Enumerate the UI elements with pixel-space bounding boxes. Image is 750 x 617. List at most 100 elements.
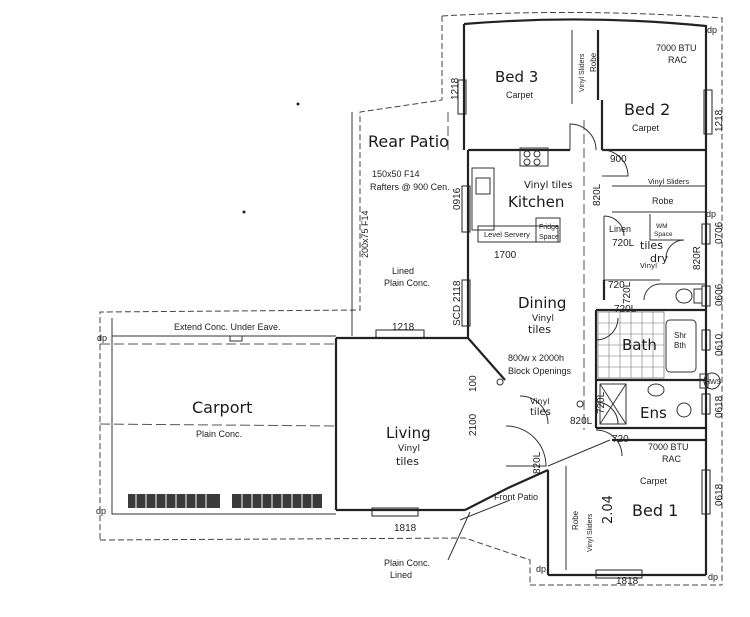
robe-label-bed2: Robe	[652, 196, 674, 206]
bed2-ac-line1: 7000 BTU	[656, 43, 697, 53]
vinyl-tiles-hall-2: tiles	[530, 407, 551, 418]
ensuite-basin	[647, 383, 665, 397]
dim-820l-front: 820L	[532, 451, 543, 474]
wm-space-2: Space	[654, 231, 673, 238]
toilet	[675, 288, 693, 304]
room-bed1-name: Bed 1	[632, 501, 678, 520]
room-bath-name: Bath	[622, 336, 657, 354]
dim-820r: 820R	[692, 246, 703, 270]
block-openings-2: Block Openings	[508, 366, 572, 376]
boundary-outline-east	[441, 11, 723, 585]
bed1-ac-line1: 7000 BTU	[648, 442, 689, 452]
wall-living-north	[336, 336, 506, 381]
ensuite-toilet	[676, 402, 692, 418]
toilet-cistern	[693, 288, 703, 304]
bed2-ac-line2: RAC	[668, 55, 688, 65]
rear-patio-rafters-1: 150x50 F14	[372, 169, 420, 179]
carport-eave-vent	[229, 335, 243, 342]
front-patio-floor-2: Lined	[390, 570, 412, 580]
vinyl-sliders-bed3: Vinyl Sliders	[579, 53, 586, 92]
dim-1218-patio: 1218	[392, 322, 415, 333]
room-front-patio-name: Front Patio	[494, 492, 538, 502]
dim-1218-right: 1218	[714, 109, 725, 132]
dim-0618-b: 0618	[714, 483, 725, 506]
room-dining-name: Dining	[518, 294, 566, 312]
room-bed2-floor: Carpet	[632, 123, 660, 133]
dp-bottom-left: dp	[536, 564, 546, 574]
door-dining-swing	[519, 395, 549, 425]
windows	[371, 79, 713, 579]
bed1-ac-line2: RAC	[662, 454, 682, 464]
wall-robe-front	[547, 439, 611, 467]
wall-front-diag	[464, 468, 549, 511]
shower-label-2: Bth	[674, 341, 686, 350]
fridge-space-1: Fridge	[539, 224, 559, 231]
robe-label-bed1: Robe	[571, 510, 580, 530]
room-carport-name: Carport	[192, 398, 252, 417]
dim-1818-a: 1818	[394, 523, 417, 534]
kitchen-sink	[475, 177, 491, 195]
room-kitchen-name: Kitchen	[508, 193, 564, 211]
dim-720l-d: 720L	[596, 391, 607, 414]
dim-820l-a: 820L	[592, 183, 603, 206]
tiles-dry-1: tiles	[640, 239, 663, 252]
boundary-outline-north	[99, 16, 443, 540]
carport-block-left	[128, 494, 220, 508]
carport-floor: Plain Conc.	[196, 429, 242, 439]
dim-0610: 0610	[714, 333, 725, 356]
boundary-outline-front	[99, 537, 531, 585]
kitchen-bench-west	[471, 167, 495, 231]
vinyl-tiles-hall-1: Vinyl	[530, 397, 550, 406]
carport-dash-mid	[99, 423, 337, 427]
dp-east: dp	[706, 209, 716, 219]
dim-1818-b: 1818	[616, 576, 639, 587]
kitchen-cooktop	[519, 147, 549, 167]
shower-label-1: Shr	[674, 331, 687, 340]
rear-patio-floor-1: Lined	[392, 266, 414, 276]
vinyl-wc: Vinyl	[640, 262, 657, 270]
rear-patio-floor-2: Plain Conc.	[384, 278, 430, 288]
dim-0618-a: 0618	[714, 395, 725, 418]
ensuite-shower	[599, 383, 627, 425]
door-ensuite	[595, 401, 619, 425]
room-bed3-name: Bed 3	[495, 68, 538, 86]
carport-block-right	[232, 494, 322, 508]
dim-100: 100	[468, 375, 479, 392]
dim-900: 900	[610, 154, 627, 165]
fridge-space-2: Space	[539, 234, 559, 241]
fridge-space	[535, 217, 561, 243]
vinyl-sliders-bed1: Vinyl Sliders	[587, 513, 594, 552]
door-front	[505, 425, 547, 467]
wall-wm-space	[649, 214, 684, 241]
room-rear-patio-name: Rear Patio	[368, 132, 449, 151]
dim-2100: 2100	[468, 413, 479, 436]
hws-unit	[699, 373, 709, 389]
tiles-dry-2: dry	[650, 252, 669, 265]
room-bed3-floor: Carpet	[506, 90, 534, 100]
shower-bath	[665, 319, 697, 373]
kitchen-note: Vinyl tiles	[524, 180, 572, 191]
dp-top: dp	[707, 25, 717, 35]
front-patio-floor-1: Plain Conc.	[384, 558, 430, 568]
vinyl-sliders-bed2: Vinyl Sliders	[648, 177, 689, 186]
kitchen-servery-bench	[477, 225, 559, 243]
rear-patio-beam: 200x75 F14	[360, 210, 370, 258]
dim-820l-b: 820L	[570, 416, 593, 427]
dim-0916: 0916	[452, 187, 463, 210]
dp-bottom-right: dp	[708, 572, 718, 582]
kitchen-servery: Level Servery	[484, 230, 530, 239]
door-linen	[603, 215, 625, 237]
dim-720l-c: 720L	[622, 281, 633, 304]
dim-1700: 1700	[494, 250, 517, 261]
room-ens-name: Ens	[640, 404, 667, 422]
door-bed3	[569, 123, 597, 151]
room-linen-name: Linen	[609, 224, 631, 234]
wm-space-1: WM	[656, 223, 668, 230]
block-openings-1: 800w x 2000h	[508, 353, 564, 363]
dim-720l-a: 720L	[612, 238, 635, 249]
hws-label: HWS	[705, 379, 722, 386]
dim-720l-b: 720L	[614, 304, 637, 315]
wall-north-block	[463, 18, 708, 575]
wall-robe-bed2	[612, 185, 706, 213]
